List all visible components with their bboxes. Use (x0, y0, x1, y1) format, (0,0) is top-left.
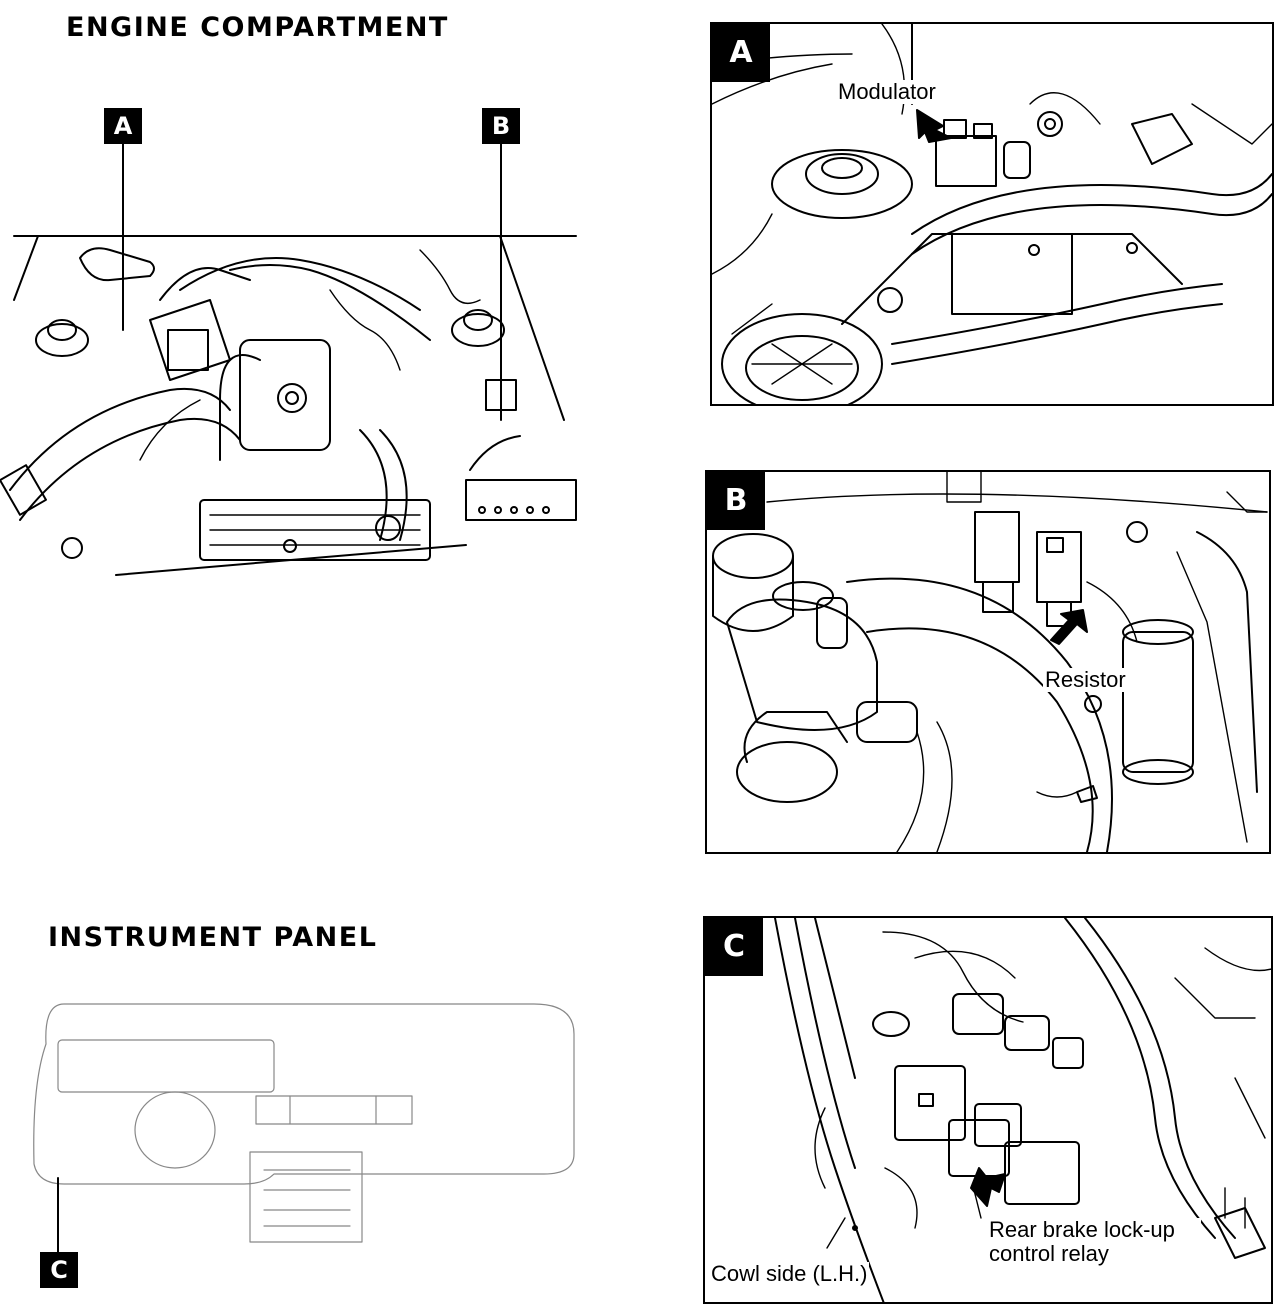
center-console (249, 1151, 363, 1243)
bottom-edge (115, 544, 467, 576)
engine-tag-a: A (104, 108, 142, 144)
detail-a-tag: A (712, 24, 770, 82)
wiring-harness (1064, 918, 1216, 1239)
bracket-a (841, 233, 1183, 325)
modulator-arrow (916, 109, 952, 143)
modulator-unit (935, 135, 997, 187)
detail-panel-b: B Resistor (705, 470, 1271, 854)
front-bracket (465, 479, 577, 521)
air-cleaner-box (149, 299, 231, 381)
intake-hose (9, 387, 231, 491)
rear-brake-relay (1004, 1141, 1080, 1205)
hose-clamp (0, 464, 47, 516)
rear-brake-relay-label: Rear brake lock-up control relay (987, 1218, 1201, 1266)
hose-body-b (726, 598, 878, 731)
cowl-edge (774, 918, 885, 1302)
large-hose-b (846, 577, 1113, 852)
lower-hose (359, 429, 388, 541)
detail-b-tag: B (707, 472, 765, 530)
right-fender (499, 235, 565, 421)
resistor-label: Resistor (1043, 667, 1128, 692)
detail-panel-c: C Rear brake lock-up control relay Cowl … (703, 916, 1273, 1304)
resistor-unit (1036, 531, 1082, 603)
dashboard-outline (33, 1003, 575, 1185)
left-strut-tower (35, 323, 89, 357)
modulator-small (167, 329, 209, 371)
relay-arrow (970, 1167, 1006, 1207)
reservoir-cap (277, 383, 307, 413)
center-vents (255, 1095, 413, 1125)
instrument-panel-title: INSTRUMENT PANEL (48, 922, 378, 953)
panel-tag-c: C (40, 1252, 78, 1288)
connector-c (1214, 1207, 1266, 1259)
top-left-component (79, 247, 155, 282)
detail-c-tag: C (705, 918, 763, 976)
engine-compartment-drawing (0, 143, 577, 576)
canister-b (1122, 631, 1194, 773)
upper-hose (179, 257, 421, 311)
relay-block-1 (894, 1065, 966, 1141)
left-fender (13, 235, 39, 301)
instrument-cluster (57, 1039, 275, 1093)
steering-wheel (134, 1091, 216, 1169)
radiator-shroud (199, 499, 431, 561)
strut-tower-a (805, 153, 879, 195)
resistor-arrow (1050, 609, 1088, 645)
detail-b-drawing (712, 472, 1268, 852)
detail-panel-a: A Modulator (710, 22, 1274, 406)
detail-a-drawing (712, 24, 1272, 404)
fan-a (721, 313, 883, 404)
engine-tag-b: B (482, 108, 520, 144)
engine-compartment-title: ENGINE COMPARTMENT (66, 12, 449, 43)
cowl-side-label: Cowl side (L.H.) (709, 1261, 870, 1286)
modulator-label: Modulator (836, 79, 938, 104)
wire-b (469, 435, 521, 471)
detail-c-drawing (774, 918, 1271, 1302)
right-strut-tower (451, 313, 505, 347)
brake-reservoir (239, 339, 331, 451)
resistor-small (485, 379, 517, 411)
